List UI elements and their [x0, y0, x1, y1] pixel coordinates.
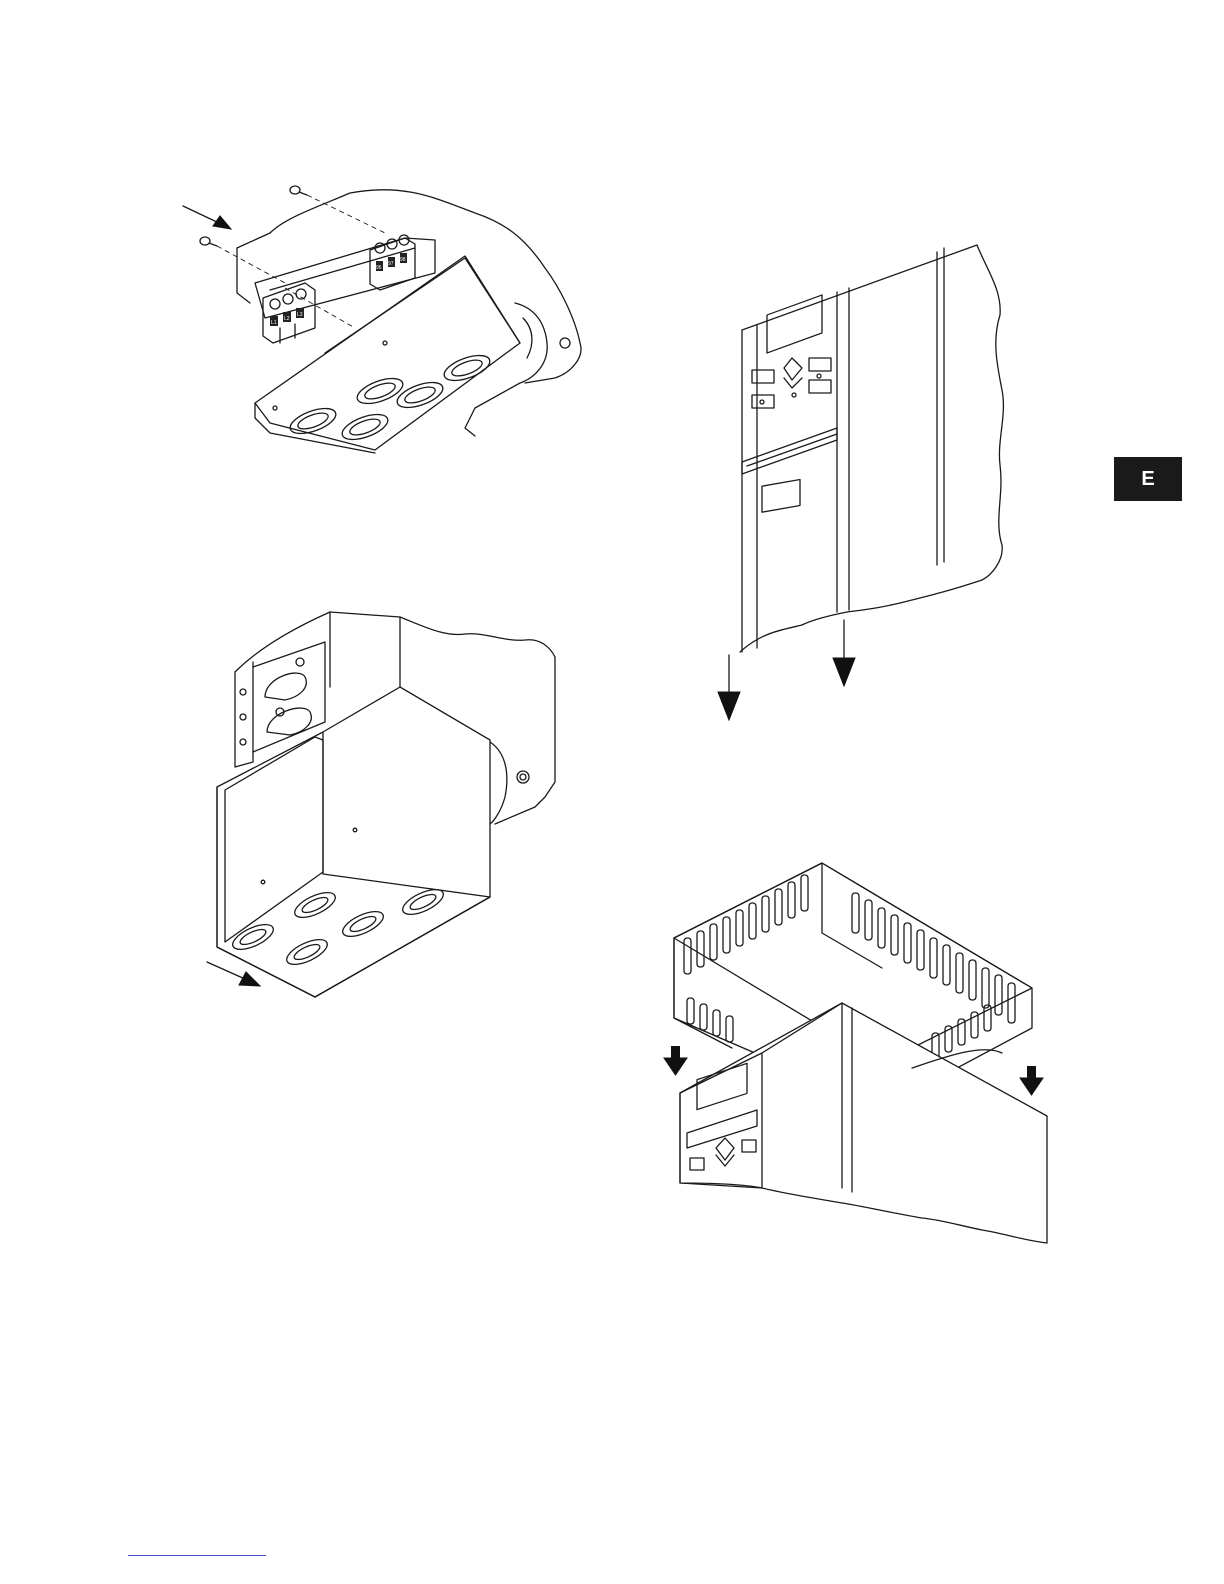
arrow-down-icon	[833, 620, 855, 686]
figure-top-vent-cover-install	[662, 858, 1057, 1253]
terminal-block-left: L1 L2 L3	[263, 283, 315, 343]
terminal-label-96: 96	[376, 265, 382, 271]
arrow-down-icon	[718, 655, 740, 720]
terminal-label-l3: L3	[297, 312, 303, 318]
figure-front-cover-removal	[712, 240, 1012, 725]
terminal-label-l2: L2	[284, 316, 290, 322]
figure-terminal-plate-removal: L1 L2 L3 96 97 98	[175, 178, 595, 453]
footer-rule	[128, 1555, 266, 1556]
section-tab: E	[1114, 457, 1182, 501]
screw-icon	[290, 186, 385, 233]
arrow-down-right-icon	[183, 206, 231, 229]
terminal-block-right: 96 97 98	[370, 235, 415, 290]
terminal-cover	[217, 687, 490, 997]
arrow-down-icon	[664, 1046, 687, 1075]
terminal-label-l1: L1	[271, 320, 277, 326]
terminal-label-97: 97	[388, 261, 394, 267]
figure-terminal-cover-slide	[205, 612, 565, 997]
arrow-down-icon	[1020, 1066, 1043, 1095]
terminal-label-98: 98	[400, 257, 406, 263]
